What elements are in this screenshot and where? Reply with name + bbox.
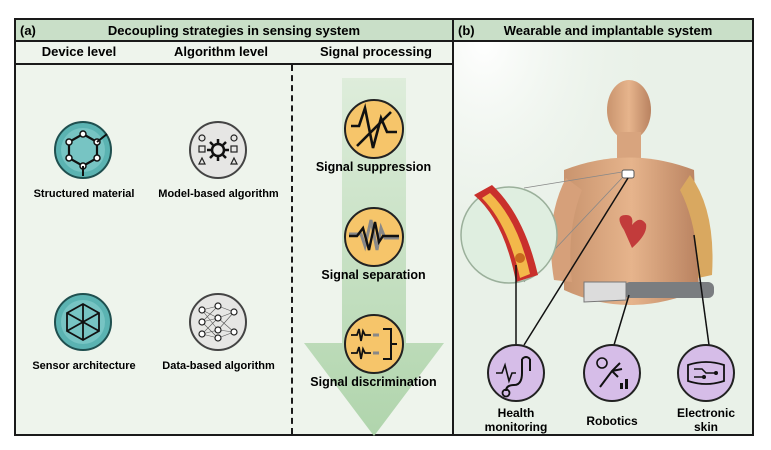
eskin-label-line1: Electronic [676, 406, 736, 420]
panel-a: (a) Decoupling strategies in sensing sys… [14, 18, 454, 436]
electronic-skin-icon [677, 344, 735, 402]
col-algorithm-level: Algorithm level [174, 44, 268, 59]
eskin-label-line2: skin [693, 420, 718, 434]
structured-material-label: Structured material [33, 188, 135, 200]
signal-separation-icon [344, 207, 404, 267]
data-based-algorithm-icon [189, 293, 247, 351]
electronic-skin-label: Electronic skin [658, 406, 752, 434]
health-label-line2: monitoring [484, 420, 548, 434]
signal-discrimination-label: Signal discrimination [310, 375, 437, 389]
col-device-level: Device level [41, 44, 117, 59]
signal-separation-label: Signal separation [321, 268, 426, 282]
sensor-architecture-label: Sensor architecture [32, 360, 136, 372]
health-label-line1: Health [497, 406, 535, 420]
structured-material-icon [54, 121, 112, 179]
model-based-algorithm-icon [189, 121, 247, 179]
panel-a-header: (a) Decoupling strategies in sensing sys… [16, 20, 452, 42]
model-based-algorithm-label: Model-based algorithm [158, 188, 279, 200]
health-monitoring-label: Health monitoring [468, 406, 564, 434]
panel-b-title: Wearable and implantable system [503, 23, 713, 38]
stethoscope-icon [487, 344, 545, 402]
sensor-architecture-icon [54, 293, 112, 351]
panel-b-letter: (b) [458, 23, 475, 38]
panel-b: (b) Wearable and implantable system Heal… [452, 18, 754, 436]
dashed-divider [291, 65, 293, 434]
robot-hand-icon [583, 344, 641, 402]
data-based-algorithm-label: Data-based algorithm [162, 360, 275, 372]
panel-b-header: (b) Wearable and implantable system [454, 20, 752, 42]
panel-a-title: Decoupling strategies in sensing system [107, 23, 361, 38]
signal-suppression-icon [344, 99, 404, 159]
panel-a-letter: (a) [20, 23, 36, 38]
signal-suppression-label: Signal suppression [315, 160, 432, 174]
col-signal-processing: Signal processing [320, 44, 432, 59]
column-header-divider [16, 63, 452, 65]
signal-discrimination-icon [344, 314, 404, 374]
robotics-label: Robotics [586, 414, 638, 428]
